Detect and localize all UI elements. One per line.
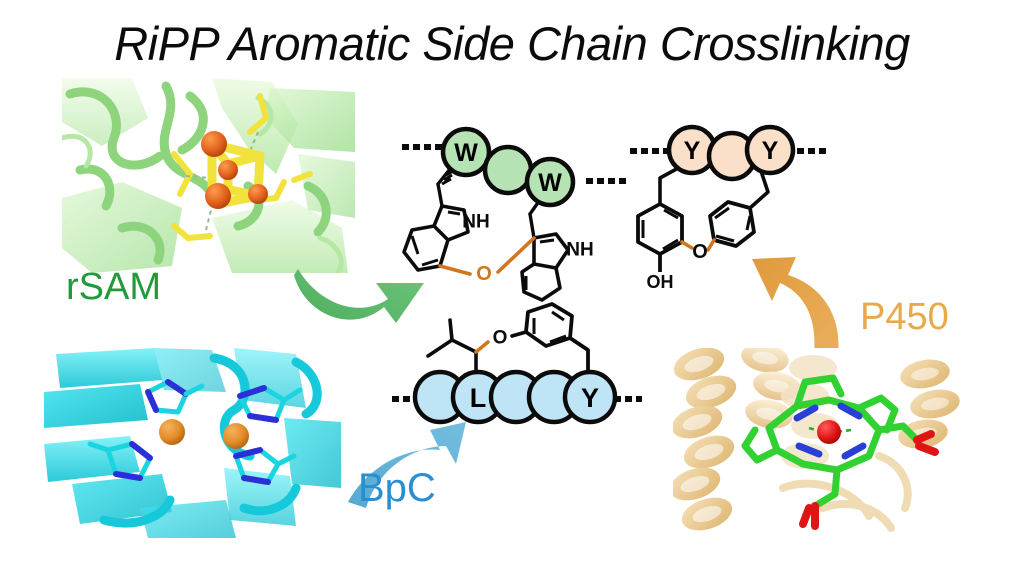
p450-to-tyrosine-arrow — [750, 243, 878, 371]
bead-label-w1: W — [454, 139, 478, 167]
bead-label-w2: W — [538, 169, 562, 197]
bpc-to-leucine-arrow — [344, 420, 468, 512]
label-bpc: BpC — [358, 466, 436, 510]
protein-structure-rsam — [62, 78, 355, 273]
ether-oxygen-label: O — [493, 328, 508, 349]
rsam-structure-svg — [62, 78, 355, 273]
label-p450: P450 — [860, 296, 949, 338]
tyrosine-aryl-ring — [524, 302, 590, 372]
residue-beads-leu-tyr: L Y — [412, 369, 618, 425]
iron-sulfur-cluster — [201, 131, 268, 209]
residue-beads-tyr: Y Y — [666, 124, 796, 182]
histidine-left-bottom — [87, 441, 153, 481]
phenyl-ring-right — [708, 200, 756, 248]
phenol-ring-left — [636, 202, 684, 272]
heme-cofactor — [741, 374, 939, 530]
indole-left-nh-label: NH — [462, 212, 489, 233]
ether-linkage — [474, 340, 490, 354]
histidine-left-top — [145, 379, 205, 415]
label-rsam: rSAM — [66, 266, 161, 308]
heme-propionates — [799, 430, 939, 530]
indole-left — [402, 204, 470, 272]
ether-linkage — [680, 238, 716, 252]
indole-right — [520, 232, 570, 302]
bpc-structure-svg — [44, 348, 341, 538]
residue-beads-trp: W W — [440, 126, 576, 208]
rsam-to-tryptophan-arrow — [292, 243, 432, 333]
p450-structure-svg — [673, 348, 961, 538]
backbone-dots-left — [402, 144, 442, 150]
histidine-right-bottom — [233, 447, 297, 485]
copper-ions — [159, 419, 249, 449]
structure-leu-tyr-crosslink: O L Y — [392, 302, 642, 432]
ether-oxygen-label: O — [476, 263, 492, 285]
histidine-right-top — [237, 385, 303, 423]
heme-iron — [817, 420, 841, 444]
phenol-oh-label: OH — [647, 272, 674, 292]
page-title: RiPP Aromatic Side Chain Crosslinking — [114, 17, 910, 70]
bead-label-l: L — [470, 383, 487, 413]
bead-label-y2: Y — [762, 137, 779, 165]
ether-oxygen-label: O — [692, 241, 708, 263]
leucine-side-chain — [426, 318, 478, 380]
protein-structure-bpc — [44, 348, 341, 538]
bead-label-y1: Y — [684, 137, 701, 165]
backbone-dots-right — [614, 396, 642, 402]
bead-label-y: Y — [581, 383, 599, 413]
indole-right-nh-label: NH — [566, 240, 593, 261]
structure-tyr-crosslink: OH O Y Y — [628, 112, 858, 292]
ether-linkage — [438, 236, 536, 276]
structure-trp-crosslink: NH NH O W W — [398, 122, 630, 302]
backbone-dots-left — [630, 148, 670, 154]
backbone-dots-right — [586, 178, 626, 184]
protein-structure-p450 — [673, 348, 961, 538]
